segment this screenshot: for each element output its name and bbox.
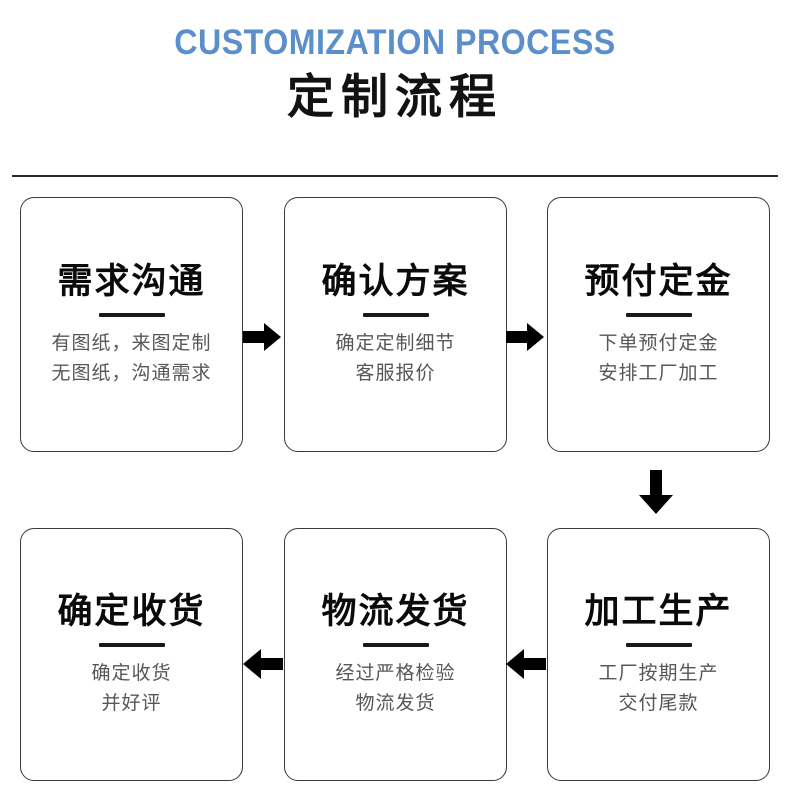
step-title-underline-5 [362,643,429,647]
step-detail-2-line-1: 确定定制细节 [335,333,456,354]
step-title-5: 物流发货 [321,591,470,632]
header-divider [12,175,778,177]
step-detail-3-line-2: 安排工厂加工 [598,363,719,384]
step-title-2: 确认方案 [321,261,470,302]
process-step-card-5: 物流发货 经过严格检验 物流发货 [284,528,507,781]
step-title-underline-1 [98,313,165,317]
step-detail-6-line-2: 并好评 [101,693,162,714]
arrow-left-icon [243,648,283,680]
arrow-right-icon [506,322,544,352]
page-title-chinese: 定制流程 [287,70,503,125]
step-detail-2-line-2: 客服报价 [355,363,436,384]
process-step-card-1: 需求沟通 有图纸，来图定制 无图纸，沟通需求 [20,197,243,452]
step-title-6: 确定收货 [57,591,206,632]
step-detail-1-line-1: 有图纸，来图定制 [51,333,212,354]
arrow-down-icon [636,470,676,514]
step-detail-5-line-2: 物流发货 [355,693,436,714]
step-detail-4-line-1: 工厂按期生产 [598,663,719,684]
arrow-left-icon [506,648,546,680]
step-title-1: 需求沟通 [57,261,206,302]
step-title-underline-3 [625,313,692,317]
process-step-card-2: 确认方案 确定定制细节 客服报价 [284,197,507,452]
step-detail-3-line-1: 下单预付定金 [598,333,719,354]
step-detail-6-line-1: 确定收货 [91,663,172,684]
process-step-card-6: 确定收货 确定收货 并好评 [20,528,243,781]
process-step-card-3: 预付定金 下单预付定金 安排工厂加工 [547,197,770,452]
page-title-english: CUSTOMIZATION PROCESS [174,23,616,62]
step-title-underline-2 [362,313,429,317]
step-detail-4-line-2: 交付尾款 [618,693,699,714]
step-detail-1-line-2: 无图纸，沟通需求 [51,363,212,384]
arrow-right-icon [243,322,281,352]
step-title-underline-6 [98,643,165,647]
step-title-3: 预付定金 [584,261,733,302]
step-detail-5-line-1: 经过严格检验 [335,663,456,684]
step-title-4: 加工生产 [584,591,733,632]
process-step-card-4: 加工生产 工厂按期生产 交付尾款 [547,528,770,781]
step-title-underline-4 [625,643,692,647]
page-header: CUSTOMIZATION PROCESS 定制流程 [0,0,790,128]
